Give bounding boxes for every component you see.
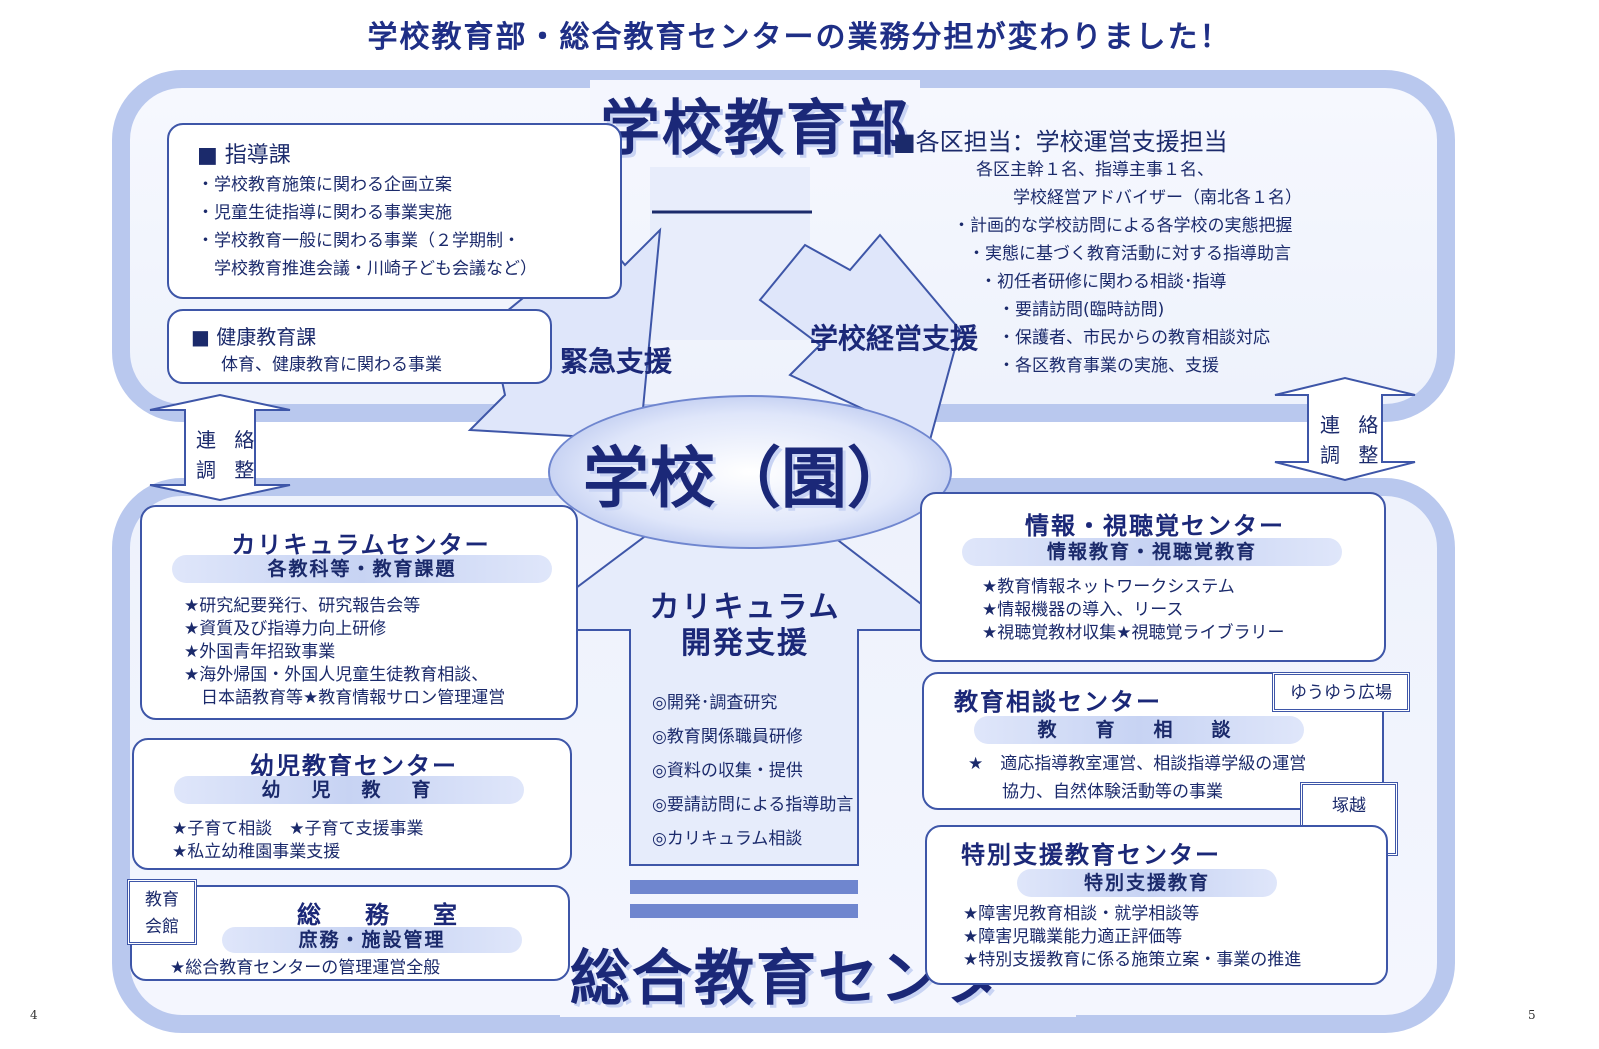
curriculum-item: 日本語教育等★教育情報サロン管理運営	[184, 688, 506, 708]
renraku-right-line: 連 絡	[1320, 413, 1385, 437]
dev-support-list: ◎開発･調査研究 ◎教育関係職員研修 ◎資料の収集・提供 ◎要請訪問による指導助…	[652, 686, 853, 856]
page-number-left: 4	[30, 1008, 38, 1022]
curriculum-center-sub: 各教科等・教育課題	[172, 555, 552, 583]
yoji-center-box: 幼児教育センター 幼 児 教 育 ★子育て相談 ★子育て支援事業 ★私立幼稚園事…	[132, 738, 572, 870]
renraku-left-line: 調 整	[196, 458, 261, 482]
renraku-left-arrow	[149, 393, 291, 502]
renraku-left-line: 連 絡	[196, 428, 261, 452]
curriculum-item: ★研究紀要発行、研究報告会等	[184, 596, 421, 616]
dev-support-item: ◎教育関係職員研修	[652, 727, 803, 747]
kenko-head: ■ 健康教育課	[191, 325, 317, 349]
kakku-line: ・要請訪問(臨時訪問)	[998, 300, 1165, 320]
renraku-right: 連 絡 調 整	[1320, 410, 1384, 470]
joho-item: ★視聴覚教材収集★視聴覚ライブラリー	[982, 623, 1285, 643]
renraku-left: 連 絡 調 整	[196, 425, 260, 485]
tokubetsu-center-title: 特別支援教育センター	[961, 841, 1221, 869]
curriculum-item: ★外国青年招致事業	[184, 642, 336, 662]
yoji-center-sub: 幼 児 教 育	[174, 776, 524, 804]
curriculum-item: ★資質及び指導力向上研修	[184, 619, 387, 639]
page-number-right: 5	[1528, 1008, 1536, 1022]
joho-item: ★情報機器の導入、リース	[982, 600, 1184, 620]
renraku-right-arrow	[1274, 376, 1416, 482]
tsukagoshi-line: 塚越	[1332, 796, 1366, 816]
kakku-line: ・各区教育事業の実施、支援	[998, 356, 1219, 376]
shido-head: ■ 指導課	[197, 143, 291, 168]
joho-center-box: 情報・視聴覚センター 情報教育・視聴覚教育 ★教育情報ネットワークシステム ★情…	[920, 492, 1386, 662]
yoji-item: ★私立幼稚園事業支援	[172, 842, 341, 862]
dev-support-title: カリキュラム 開発支援	[620, 590, 870, 662]
shido-box: ■ 指導課 ・学校教育施策に関わる企画立案 ・児童生徒指導に関わる事業実施 ・学…	[167, 123, 622, 299]
kaikan-box: 教育 会館	[127, 879, 197, 945]
kakku-line: ・初任者研修に関わる相談･指導	[980, 272, 1227, 292]
dev-support-title-line: 開発支援	[681, 626, 809, 661]
somu-sub: 庶務・施設管理	[222, 927, 522, 953]
sodan-center-title: 教育相談センター	[954, 688, 1162, 716]
shido-line: 学校教育推進会議・川崎子ども会議など）	[197, 259, 537, 279]
shido-line: ・学校教育一般に関わる事業（２学期制・	[197, 231, 520, 251]
dev-support-title-line: カリキュラム	[649, 590, 841, 625]
kaikan-line: 教育	[145, 890, 179, 910]
somu-title: 総 務 室	[297, 901, 467, 929]
kakku-line: 学校経営アドバイザー（南北各１名）	[1013, 188, 1302, 208]
kenko-box: ■ 健康教育課 体育、健康教育に関わる事業	[167, 309, 552, 384]
sodan-item: 協力、自然体験活動等の事業	[968, 782, 1223, 802]
tokubetsu-item: ★障害児教育相談・就学相談等	[963, 904, 1200, 924]
kaikan-line: 会館	[145, 917, 179, 937]
page-title: 学校教育部・総合教育センターの業務分担が変わりました！	[367, 20, 1232, 55]
dev-support-item: ◎要請訪問による指導助言	[652, 795, 854, 815]
joho-center-title: 情報・視聴覚センター	[1025, 512, 1285, 540]
kakku-line: ・実態に基づく教育活動に対する指導助言	[968, 244, 1291, 264]
kakku-head: ■各区担当：学校運営支援担当	[893, 128, 1228, 156]
tokubetsu-item: ★障害児職業能力適正評価等	[963, 927, 1183, 947]
kinkyu-label: 緊急支援	[560, 345, 673, 378]
kenko-line: 体育、健康教育に関わる事業	[221, 355, 442, 375]
shido-line: ・児童生徒指導に関わる事業実施	[197, 203, 452, 223]
curriculum-center-box: カリキュラムセンター 各教科等・教育課題 ★研究紀要発行、研究報告会等 ★資質及…	[140, 505, 578, 720]
sodan-item: ★ 適応指導教室運営、相談指導学級の運営	[968, 754, 1307, 774]
curriculum-item: ★海外帰国・外国人児童生徒教育相談、	[184, 665, 489, 685]
shido-line: ・学校教育施策に関わる企画立案	[197, 175, 452, 195]
kakku-line: ・計画的な学校訪問による各学校の実態把握	[953, 216, 1293, 236]
joho-item: ★教育情報ネットワークシステム	[982, 577, 1235, 597]
somu-item: ★総合教育センターの管理運営全般	[170, 958, 441, 978]
kakku-line: 各区主幹１名、指導主事１名、	[976, 160, 1214, 180]
dev-support-item: ◎カリキュラム相談	[652, 829, 803, 849]
curriculum-center-title: カリキュラムセンター	[231, 531, 491, 559]
school-label: 学校（園）	[583, 440, 913, 517]
tokubetsu-center-sub: 特別支援教育	[1017, 869, 1277, 897]
yoji-item: ★子育て相談 ★子育て支援事業	[172, 819, 424, 839]
yoji-center-title: 幼児教育センター	[250, 752, 458, 780]
somu-box: 総 務 室 庶務・施設管理 ★総合教育センターの管理運営全般	[130, 885, 570, 981]
yuyu-box: ゆうゆう広場	[1272, 672, 1410, 712]
sodan-center-sub: 教 育 相 談	[974, 716, 1304, 744]
kakku-box: ■各区担当：学校運営支援担当 各区主幹１名、指導主事１名、 学校経営アドバイザー…	[808, 112, 1408, 387]
gakko-kyoikubu-label: 学校教育部	[590, 80, 920, 167]
sodan-center-box: 教育相談センター 教 育 相 談 ★ 適応指導教室運営、相談指導学級の運営 協力…	[922, 672, 1384, 810]
renraku-right-line: 調 整	[1320, 443, 1385, 467]
dev-support-item: ◎開発･調査研究	[652, 693, 778, 713]
joho-center-sub: 情報教育・視聴覚教育	[962, 538, 1342, 566]
tokubetsu-item: ★特別支援教育に係る施策立案・事業の推進	[963, 950, 1302, 970]
tokubetsu-center-box: 特別支援教育センター 特別支援教育 ★障害児教育相談・就学相談等 ★障害児職業能…	[925, 825, 1388, 985]
kakku-line: ・保護者、市民からの教育相談対応	[998, 328, 1270, 348]
dev-support-item: ◎資料の収集・提供	[652, 761, 803, 781]
school-oval	[548, 395, 952, 549]
keiei-label: 学校経営支援	[810, 322, 979, 355]
